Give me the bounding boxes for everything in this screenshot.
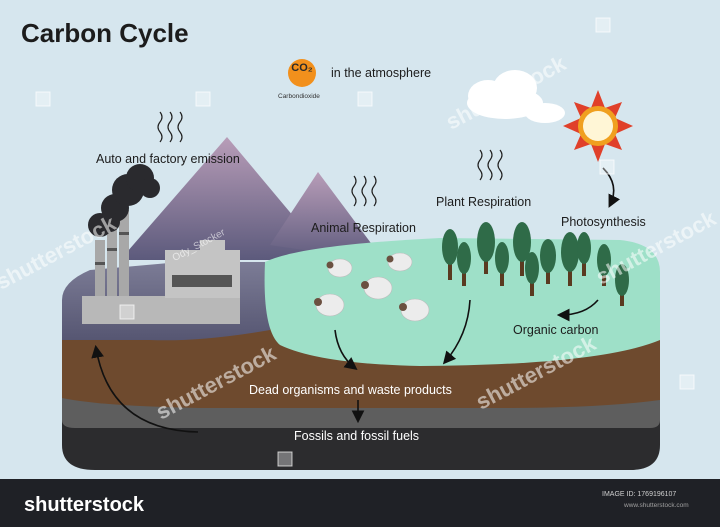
atmosphere-label: in the atmosphere [331, 66, 432, 80]
mountains [120, 137, 385, 262]
footer-bar [0, 479, 720, 527]
fossils-label: Fossils and fossil fuels [294, 429, 420, 443]
smoke [88, 164, 160, 237]
arrow-to-photosynthesis [602, 167, 621, 208]
cloud [467, 70, 565, 123]
page-title: Carbon Cycle [21, 18, 189, 48]
animal-respiration-label: Animal Respiration [311, 221, 416, 235]
co2-caption: Carbondioxide [278, 93, 320, 100]
organic-carbon-label: Organic carbon [513, 323, 599, 337]
forest [442, 222, 629, 306]
arrow-to-organic-carbon [556, 299, 599, 322]
factory-emission-label: Auto and factory emission [96, 152, 240, 166]
watermark-icons [35, 17, 695, 467]
factory [82, 210, 240, 324]
sheep-heads [314, 255, 407, 311]
brand-logo[interactable]: shutterstock [24, 494, 145, 516]
sheep-group [315, 252, 430, 322]
plant-respiration-label: Plant Respiration [436, 195, 532, 209]
arrow-fossils-to-factory [91, 344, 199, 433]
site-url: www.shutterstock.com [624, 502, 689, 509]
emission-waves [157, 111, 503, 207]
photosynthesis-label: Photosynthesis [561, 215, 646, 229]
co2-formula: CO₂ [291, 62, 313, 74]
co2-badge [288, 59, 316, 87]
dead-organisms-label: Dead organisms and waste products [249, 383, 452, 397]
sun [563, 90, 633, 162]
cycle-arrows [91, 167, 621, 433]
arrow-forest-to-soil [442, 299, 471, 365]
image-id: IMAGE ID: 1769196107 [602, 491, 677, 498]
arrow-sheep-to-soil [334, 329, 358, 370]
